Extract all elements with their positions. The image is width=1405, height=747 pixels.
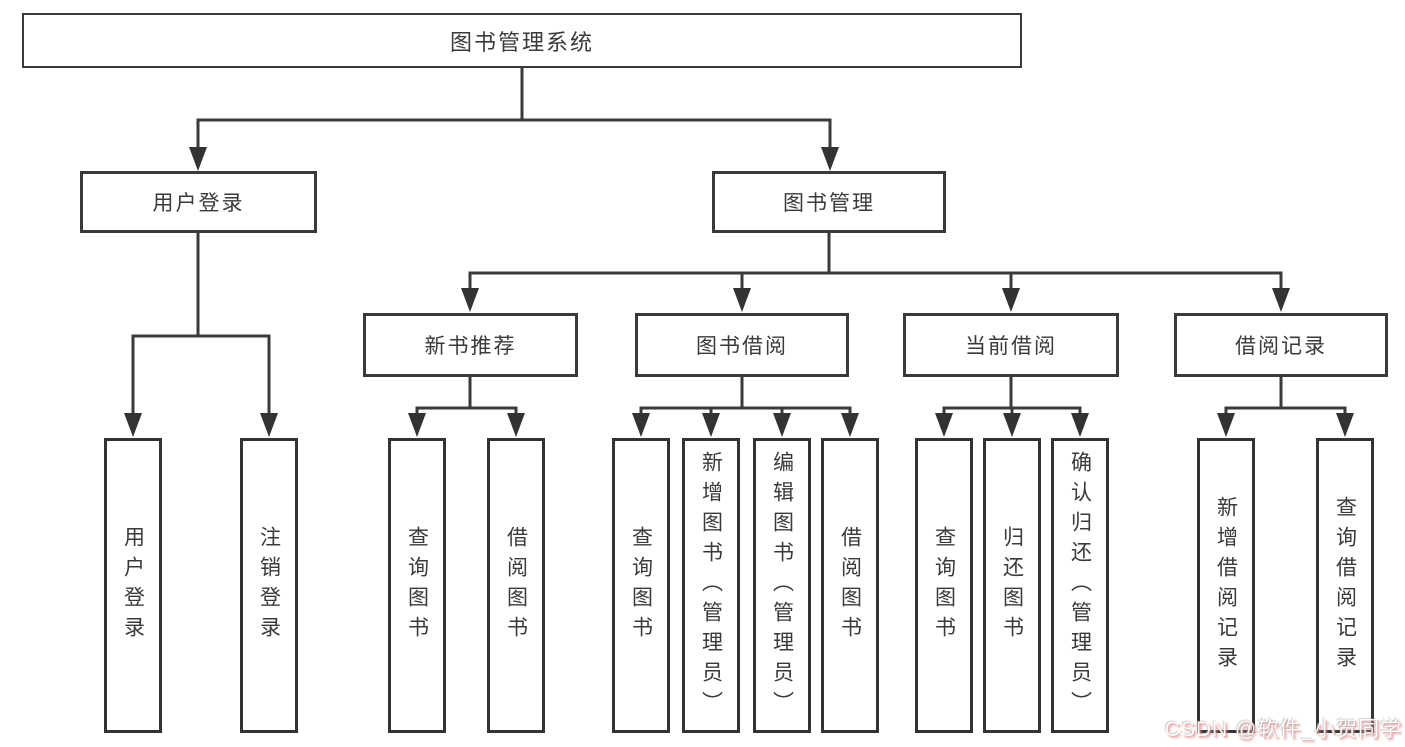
- arrowhead-level3: [1272, 288, 1290, 312]
- node-label: 查询图书: [629, 525, 653, 646]
- node-leaf-query-books-2: 查询图书: [612, 438, 670, 733]
- arrowhead-book-management: [821, 147, 839, 171]
- node-leaf-add-book-admin: 新增图书（管理员）: [682, 438, 740, 733]
- csdn-watermark: CSDN @软件_小贺同学: [1164, 718, 1402, 741]
- node-label: 借阅图书: [838, 525, 862, 646]
- arrowhead-level3: [1002, 288, 1020, 312]
- node-label: 当前借阅: [965, 335, 1057, 358]
- arrowhead-leaf: [702, 413, 720, 437]
- node-book-management: 图书管理: [712, 171, 946, 233]
- arrowhead-leaf: [935, 413, 953, 437]
- node-current-borrow: 当前借阅: [903, 313, 1119, 377]
- branch-book-management-to-level3: [461, 232, 1290, 312]
- node-label: 用户登录: [121, 525, 145, 646]
- branch-current-borrow-leaves: [935, 376, 1089, 437]
- node-leaf-borrow-books-1: 借阅图书: [487, 438, 545, 733]
- node-user-login: 用户登录: [80, 171, 317, 233]
- node-leaf-edit-book-admin: 编辑图书（管理员）: [753, 438, 811, 733]
- arrowhead-leaf: [841, 413, 859, 437]
- branch-book-borrow-leaves: [632, 376, 859, 437]
- arrowhead-leaf: [260, 413, 278, 437]
- arrowhead-level3: [733, 288, 751, 312]
- arrowhead-leaf: [1336, 413, 1354, 437]
- node-label: 归还图书: [1000, 525, 1024, 646]
- node-leaf-borrow-books-2: 借阅图书: [821, 438, 879, 733]
- node-book-borrow: 图书借阅: [635, 313, 849, 377]
- arrowhead-leaf: [1071, 413, 1089, 437]
- arrowhead-leaf: [507, 413, 525, 437]
- node-leaf-confirm-return-admin: 确认归还（管理员）: [1051, 438, 1109, 733]
- node-leaf-logout: 注销登录: [240, 438, 298, 733]
- node-new-book-recommend: 新书推荐: [363, 313, 578, 377]
- arrowhead-leaf: [124, 413, 142, 437]
- node-label: 新增图书（管理员）: [699, 450, 723, 721]
- node-leaf-add-borrow-record: 新增借阅记录: [1197, 438, 1255, 733]
- node-leaf-query-books-1: 查询图书: [388, 438, 446, 733]
- arrowhead-leaf: [1217, 413, 1235, 437]
- branch-new-book-leaves: [408, 376, 525, 437]
- node-label: 借阅图书: [504, 525, 528, 646]
- node-leaf-user-login: 用户登录: [104, 438, 162, 733]
- node-library-management-system: 图书管理系统: [22, 13, 1022, 68]
- node-label: 新书推荐: [424, 335, 517, 358]
- branch-root-to-level2: [189, 68, 839, 171]
- node-label: 用户登录: [152, 192, 245, 215]
- arrowhead-leaf: [408, 413, 426, 437]
- arrowhead-user-login: [189, 147, 207, 171]
- branch-user-login-leaves: [124, 232, 278, 437]
- branch-borrow-record-leaves: [1217, 376, 1354, 437]
- arrowhead-leaf: [1003, 413, 1021, 437]
- node-label: 图书管理: [783, 192, 875, 215]
- arrowhead-leaf: [773, 413, 791, 437]
- node-label: 查询借阅记录: [1333, 495, 1357, 676]
- node-leaf-return-book: 归还图书: [983, 438, 1041, 733]
- node-label: 新增借阅记录: [1214, 495, 1238, 676]
- node-label: 查询图书: [932, 525, 956, 646]
- node-leaf-query-borrow-record: 查询借阅记录: [1316, 438, 1374, 733]
- node-label: 注销登录: [257, 525, 281, 646]
- node-label: 编辑图书（管理员）: [770, 450, 794, 721]
- node-label: 借阅记录: [1235, 335, 1327, 358]
- node-label: 确认归还（管理员）: [1068, 450, 1092, 721]
- node-borrow-records: 借阅记录: [1174, 313, 1388, 377]
- node-label: 图书管理系统: [449, 29, 594, 55]
- node-leaf-query-books-3: 查询图书: [915, 438, 973, 733]
- node-label: 查询图书: [405, 525, 429, 646]
- arrowhead-leaf: [632, 413, 650, 437]
- node-label: 图书借阅: [696, 335, 788, 358]
- arrowhead-level3: [461, 288, 479, 312]
